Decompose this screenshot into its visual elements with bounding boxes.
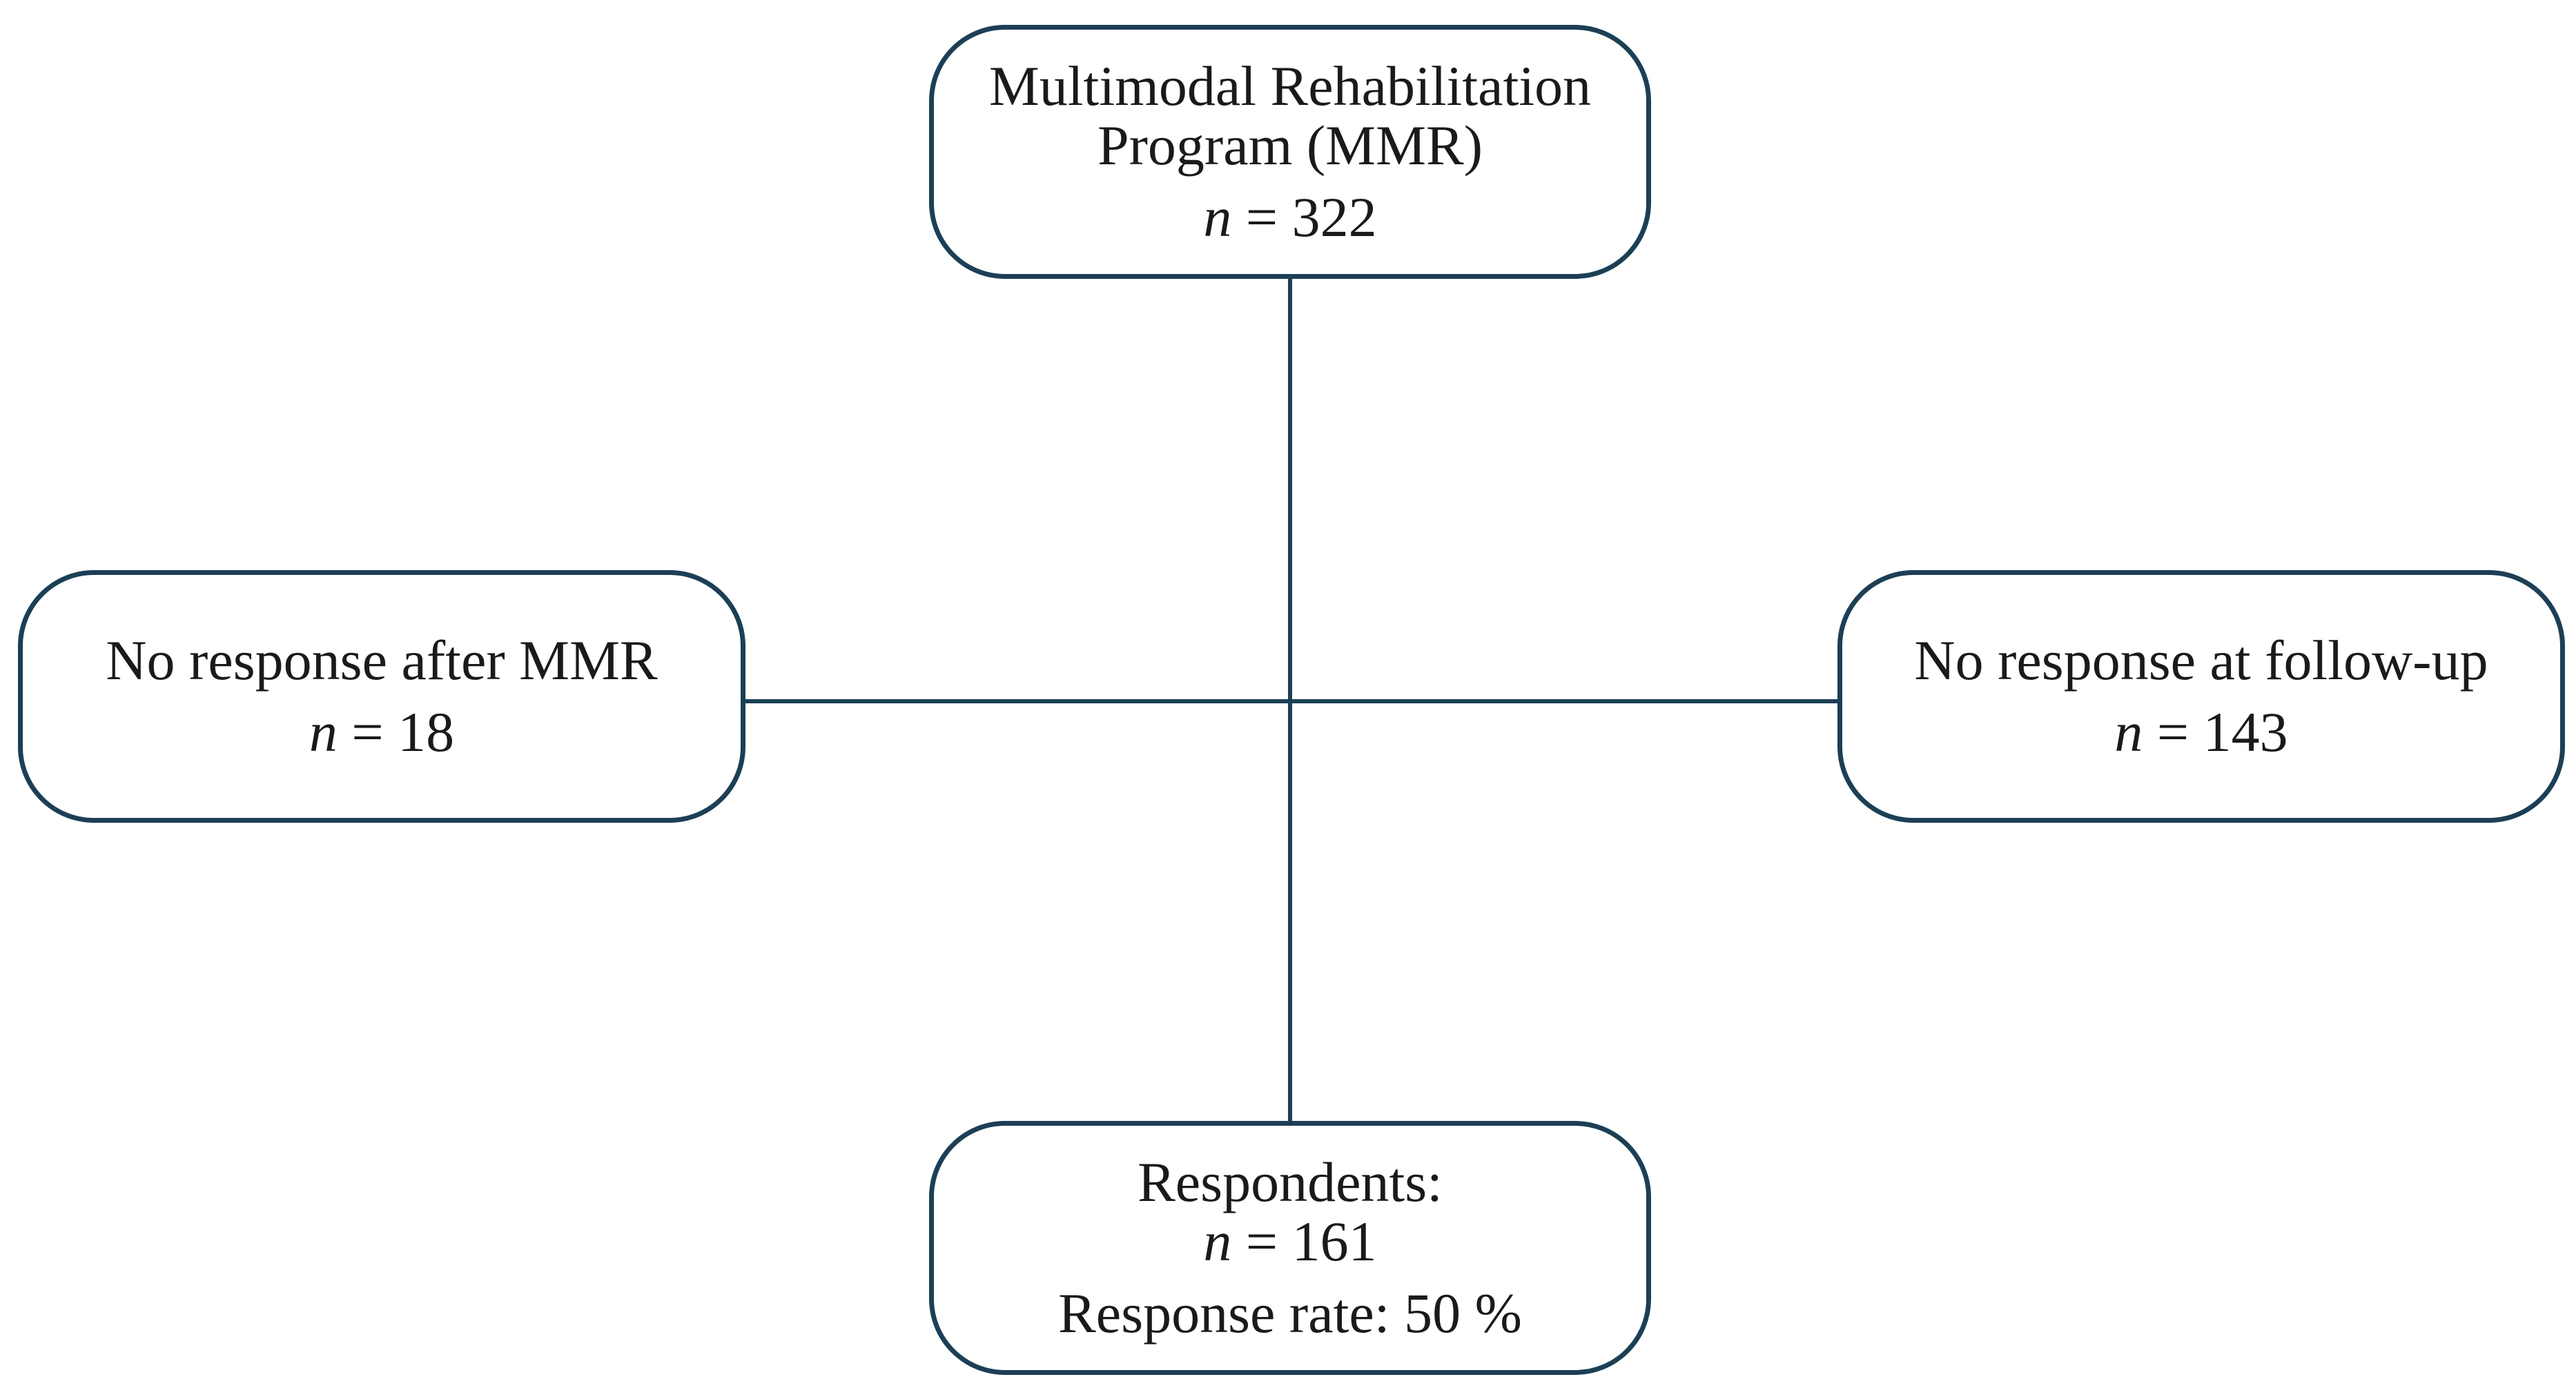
n-symbol: n	[1203, 1209, 1232, 1273]
node-title: No response after MMR	[106, 628, 658, 692]
node-count: n = 18	[309, 701, 455, 763]
node-count: n = 322	[1203, 186, 1377, 249]
n-symbol: n	[309, 701, 338, 763]
response-rate: Response rate: 50 %	[1058, 1282, 1522, 1345]
n-value: = 143	[2143, 701, 2288, 763]
node-title: Respondents:	[1138, 1150, 1443, 1213]
n-value: = 322	[1231, 186, 1377, 249]
n-symbol: n	[2114, 701, 2143, 763]
node-title-line1: Multimodal Rehabilitation	[988, 54, 1592, 117]
node-count: n = 143	[2114, 701, 2288, 763]
n-value: = 161	[1231, 1209, 1377, 1273]
n-symbol: n	[1203, 186, 1232, 249]
node-title: No response at follow-up	[1914, 628, 2488, 692]
node-title-line2: Program (MMR)	[1097, 113, 1483, 177]
node-multimodal-rehabilitation-program: Multimodal Rehabilitation Program (MMR) …	[929, 25, 1651, 279]
n-value: = 18	[337, 701, 455, 763]
node-no-response-after-mmr: No response after MMR n = 18	[18, 570, 745, 823]
node-count: n = 161	[1203, 1209, 1377, 1273]
node-no-response-at-follow-up: No response at follow-up n = 143	[1837, 570, 2565, 823]
node-respondents: Respondents: n = 161 Response rate: 50 %	[929, 1121, 1651, 1375]
